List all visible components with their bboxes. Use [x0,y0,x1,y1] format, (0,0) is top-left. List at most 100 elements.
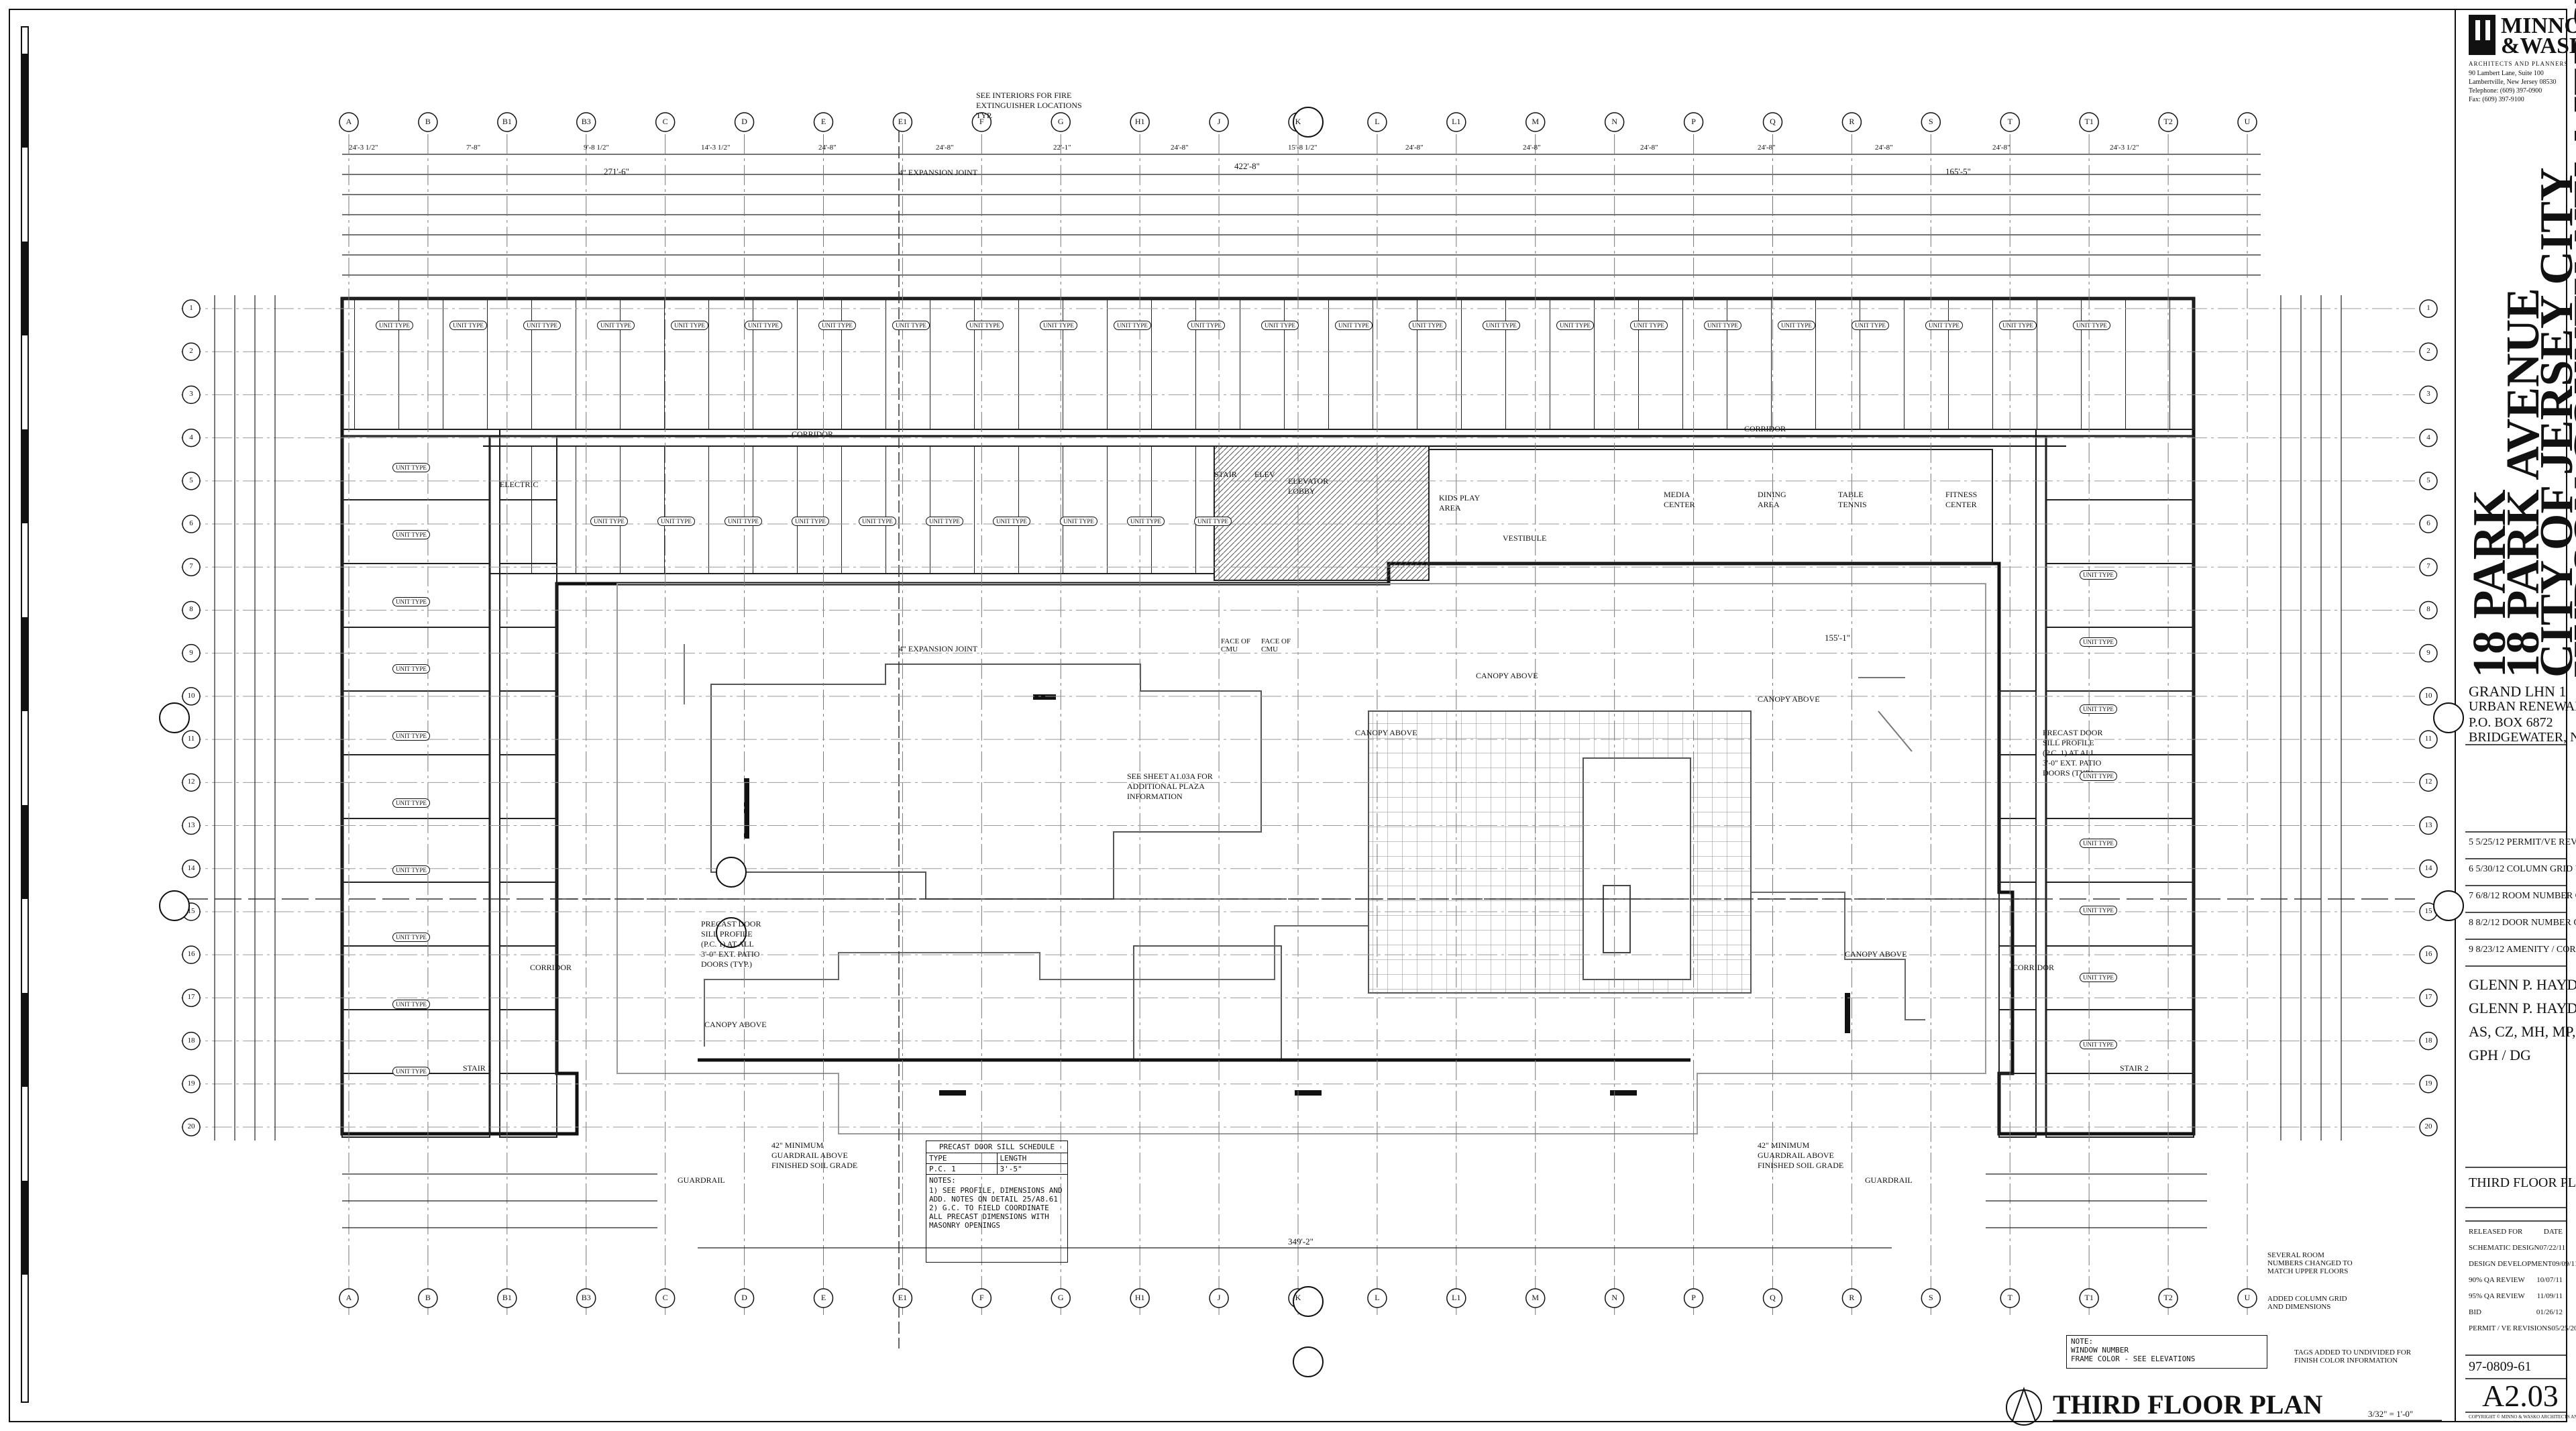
schedule-notes-title: NOTES: [929,1176,956,1185]
grid-label-A: A [345,117,352,126]
drawing-title: THIRD FLOOR PLAN [2053,1389,2323,1420]
grid-bubble-L [1367,1288,1387,1308]
grid-label-6: 6 [2426,519,2430,528]
grid-label-G: G [1057,1293,1064,1302]
firm-address-2: Lambertville, New Jersey 08530 [2469,78,2557,86]
note-precast-sill-east: PRECAST DOOR SILL PROFILE (P.C. 1) AT AL… [2043,728,2103,778]
unit-type-tag: UNIT TYPE [1187,321,1225,330]
unit-type-tag: UNIT TYPE [818,321,856,330]
note-expansion-joint-2: 4" EXPANSION JOINT [899,644,978,653]
precast-sill-schedule: PRECAST DOOR SILL SCHEDULE TYPE LENGTH P… [926,1141,1068,1263]
unit-type-tag: UNIT TYPE [1630,321,1668,330]
grid-label-Q: Q [1770,117,1776,126]
note-canopy-5: CANOPY ABOVE [704,1020,767,1029]
grid-label-T: T [2007,117,2012,126]
grid-bubble-P [1683,1288,1704,1308]
grid-label-E1: E1 [898,1293,908,1302]
firm-address-1: 90 Lambert Lane, Suite 100 [2469,70,2544,77]
grid-label-T1: T1 [2084,117,2094,126]
unit-type-tag: UNIT TYPE [1778,321,1815,330]
unit-type-tag: UNIT TYPE [859,517,896,526]
firm-tagline: ARCHITECTS AND PLANNERS [2469,60,2569,67]
grid-bubble-T1 [2079,112,2099,132]
grid-bubble-B1 [497,1288,517,1308]
grid-label-14: 14 [2424,863,2432,872]
grid-bubble-8 [182,600,201,620]
grid-bubble-B3 [576,112,596,132]
room-vestibule: VESTIBULE [1503,533,1547,543]
grid-bubble-E1 [892,112,913,132]
note-column-grid: ADDED COLUMN GRID AND DIMENSIONS [2267,1295,2347,1311]
grid-label-B: B [425,1293,431,1302]
room-fitness: FITNESS CENTER [1945,490,1978,509]
north-inner-units [489,445,1993,581]
unit-type-tag: UNIT TYPE [1261,321,1299,330]
revision-row: 6 5/30/12 COLUMN GRID UPDATE [2469,864,2576,874]
grid-label-P: P [1691,117,1696,126]
grid-bubble-19 [2419,1075,2438,1094]
dim-overall-2: 422'-8" [1234,161,1260,171]
east-unit-inner [1998,945,2037,1010]
grid-label-E: E [820,1293,826,1302]
grid-bubble-8 [2419,600,2438,620]
dim-label: 24'-8" [818,144,837,152]
grid-label-R: R [1849,1293,1855,1302]
grid-bubble-4 [182,428,201,447]
firm-logo-icon [2469,15,2496,55]
revision-row: 7 6/8/12 ROOM NUMBER COORD. [2469,891,2576,901]
unit-type-tag: UNIT TYPE [1060,517,1097,526]
east-unit-inner [1998,690,2037,755]
note-tags-added: TAGS ADDED TO UNDIVIDED FOR FINISH COLOR… [2294,1348,2412,1365]
grid-bubble-S [1921,1288,1941,1308]
grid-label-U: U [2244,1293,2251,1302]
grid-bubble-1 [182,299,201,318]
grid-bubble-10 [182,687,201,706]
grid-label-8: 8 [2426,605,2430,614]
dim-label: 24'-3 1/2" [2110,144,2139,152]
grid-label-P: P [1691,1293,1696,1302]
grid-bubble-P [1683,112,1704,132]
grid-bubble-3 [2419,385,2438,405]
unit-type-tag: UNIT TYPE [926,517,963,526]
unit-type-tag: UNIT TYPE [993,517,1030,526]
grid-bubble-E [813,1288,834,1308]
grid-label-3: 3 [189,390,193,399]
grid-bubble-D [734,112,755,132]
dim-label: 24'-8" [1992,144,2010,152]
grid-label-K: K [1295,1293,1301,1302]
grid-label-19: 19 [2424,1079,2432,1088]
grid-label-18: 18 [2424,1036,2432,1045]
grid-label-9: 9 [189,648,193,657]
east-unit [2045,627,2194,692]
grid-bubble-E [813,112,834,132]
grid-bubble-17 [182,988,201,1008]
unit-type-tag: UNIT TYPE [1925,321,1963,330]
grid-label-12: 12 [187,778,195,786]
grid-label-T1: T1 [2084,1293,2094,1302]
grid-bubble-5 [182,472,201,490]
grid-label-3: 3 [2426,390,2430,399]
unit-type-tag: UNIT TYPE [1040,321,1077,330]
unit-type-tag: UNIT TYPE [392,463,430,472]
owner-po: P.O. BOX 6872 [2469,715,2553,730]
note-precast-sill-west: PRECAST DOOR SILL PROFILE (P.C. 1) AT AL… [701,919,761,969]
room-elevator-lobby: ELEVATOR LOBBY [1288,476,1329,496]
grid-bubble-14 [182,859,201,878]
grid-label-D: D [741,117,747,126]
dimension-strings-side [214,295,2342,1141]
unit-type-tag: UNIT TYPE [724,517,762,526]
note-canopy-2: CANOPY ABOVE [1758,694,1820,704]
unit-type-tag: UNIT TYPE [2073,321,2110,330]
grid-label-15: 15 [2424,906,2432,915]
grid-label-J: J [1217,117,1221,126]
title-block-lines [2465,744,2567,1413]
grid-bubble-20 [2419,1118,2438,1136]
copyright: COPYRIGHT © MINNO & WASKO ARCHITECTS AND… [2469,1414,2576,1420]
room-media-center: MEDIA CENTER [1664,490,1695,509]
scale-bar [21,26,29,1403]
schedule-col-type: TYPE [926,1153,998,1163]
room-corridor-north: CORRIDOR [792,429,834,439]
